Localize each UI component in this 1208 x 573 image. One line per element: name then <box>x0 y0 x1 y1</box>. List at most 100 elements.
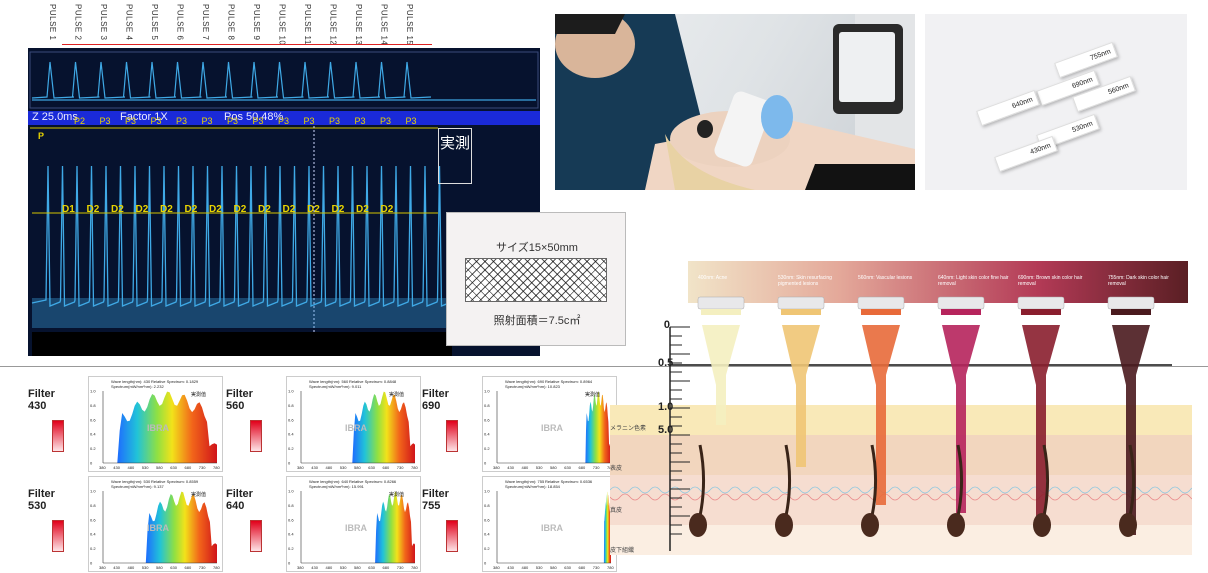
x-tick: 680 <box>383 565 390 570</box>
x-tick: 480 <box>128 465 135 470</box>
spot-area-text: 照射面積＝7.5c㎡ <box>493 315 581 327</box>
light-beam <box>702 325 740 425</box>
p-tag: P3 <box>380 116 392 126</box>
pulse-label: PULSE 14 <box>379 4 389 46</box>
spectrum-header-spec: Spectrum(mW/nm²nm): 2.232 <box>111 384 164 389</box>
filter-color-bar <box>52 420 64 452</box>
d-tag: D2 <box>356 204 369 215</box>
y-tick: 0.4 <box>90 532 96 537</box>
y-tick: 0.2 <box>484 546 490 551</box>
p-tag: P3 <box>329 116 341 126</box>
spectrum-watermark: IBRA <box>345 423 367 433</box>
status-zoom: Z 25.0ms <box>32 111 78 123</box>
y-tick: 0.8 <box>288 503 294 508</box>
y-tick: 1.0 <box>484 489 490 494</box>
x-tick: 680 <box>383 465 390 470</box>
y-tick: 1.0 <box>484 389 490 394</box>
spectrum-header-rel: Relative Spectrum: 0.8848 <box>349 379 397 384</box>
filter-color-bar <box>52 520 64 552</box>
status-bar <box>28 111 540 125</box>
status-factor: Factor 1X <box>120 111 168 123</box>
filter-color-bar <box>446 420 458 452</box>
light-beam <box>862 325 900 505</box>
filter-nm: 755 <box>422 500 441 512</box>
y-tick: 0.2 <box>90 546 96 551</box>
d-tag: D2 <box>258 204 271 215</box>
pulse-label: PULSE 13 <box>354 4 363 46</box>
x-tick: 580 <box>354 465 361 470</box>
p-tag: P3 <box>278 116 290 126</box>
filter-nm: 430 <box>28 400 47 412</box>
x-tick: 730 <box>397 465 404 470</box>
spectrum-area <box>603 491 611 563</box>
x-tick: 730 <box>199 565 206 570</box>
filter-name: Filter <box>28 388 55 400</box>
x-tick: 380 <box>297 565 304 570</box>
section-divider <box>0 366 1208 367</box>
x-tick: 730 <box>593 565 600 570</box>
pulse-label: PULSE 9 <box>252 4 261 41</box>
spectrum-measured: 実測值 <box>389 492 405 498</box>
spectrum-measured: 実測值 <box>389 392 405 398</box>
d-tag: D2 <box>184 204 198 215</box>
x-tick: 780 <box>411 565 418 570</box>
filter-name: Filter <box>422 388 449 400</box>
pulse-label: PULSE 2 <box>73 4 83 41</box>
filter-name: Filter <box>226 488 253 500</box>
depth-tick: 1.0 <box>658 401 674 413</box>
pulse-label: PULSE 8 <box>226 4 236 41</box>
filter-chip: 640nm <box>976 89 1040 127</box>
spectrum-header-wave: Wave length(nm): 530 <box>111 479 151 484</box>
spectrum-measured: 実測值 <box>191 392 207 398</box>
y-tick: 0.4 <box>90 432 96 437</box>
pulse-label: PULSE 10 <box>277 4 287 46</box>
light-beam <box>1112 325 1150 535</box>
x-tick: 430 <box>311 465 318 470</box>
spot-size-text: サイズ15×50mm <box>496 242 578 254</box>
skin-layer-label: 皮下組織 <box>610 548 635 554</box>
y-tick: 0.8 <box>90 503 96 508</box>
p-tag: P3 <box>150 116 162 126</box>
spectrum-measured: 実測值 <box>191 492 207 498</box>
y-tick: 0.6 <box>90 417 96 422</box>
p-tag: P3 <box>99 116 111 126</box>
pulse-label: PULSE 15 <box>405 4 414 46</box>
x-tick: 580 <box>550 565 557 570</box>
p-label: P <box>38 131 45 141</box>
x-tick: 680 <box>185 565 192 570</box>
filter-color-bar <box>250 420 262 452</box>
oscilloscope-trace <box>29 51 539 356</box>
x-tick: 630 <box>368 565 375 570</box>
p-tag: P3 <box>201 116 213 126</box>
d-tag: D2 <box>209 204 222 215</box>
x-tick: 380 <box>493 465 500 470</box>
spot-size-panel: サイズ15×50mm 照射面積＝7.5c㎡ <box>446 212 626 346</box>
d-tag: D2 <box>86 204 100 215</box>
x-tick: 430 <box>113 465 120 470</box>
x-tick: 780 <box>607 565 614 570</box>
x-tick: 630 <box>368 465 375 470</box>
x-tick: 580 <box>550 465 557 470</box>
y-tick: 0.8 <box>90 403 96 408</box>
x-tick: 680 <box>185 465 192 470</box>
x-tick: 380 <box>99 565 106 570</box>
spectrum-header-spec: Spectrum(mW/nm²nm): 10.823 <box>505 384 560 389</box>
d-tag: D2 <box>282 204 296 215</box>
d-tag: D2 <box>233 204 247 215</box>
y-tick: 0.2 <box>288 546 294 551</box>
x-tick: 530 <box>142 565 149 570</box>
filter-color-bar <box>250 520 262 552</box>
y-tick: 0 <box>484 461 487 466</box>
spectrum-watermark: IBRA <box>147 523 169 533</box>
spectrum-header-wave: Wave length(nm): 755 <box>505 479 545 484</box>
x-tick: 530 <box>536 565 543 570</box>
x-tick: 380 <box>99 465 106 470</box>
light-beam <box>782 325 820 467</box>
